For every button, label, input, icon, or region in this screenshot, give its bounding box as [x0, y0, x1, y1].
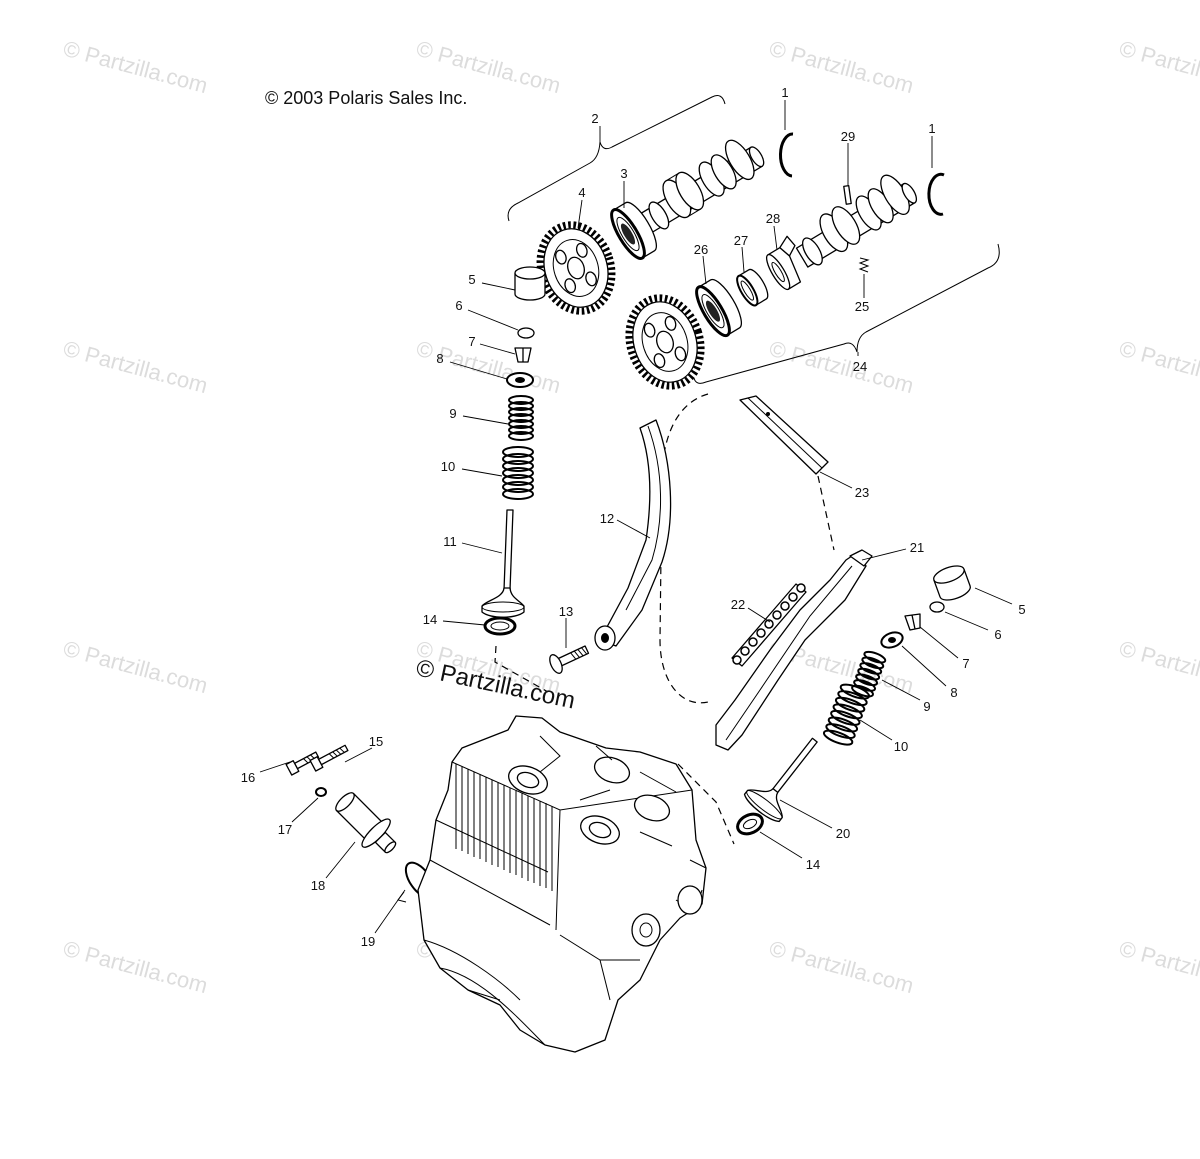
callout-6: 6 [455, 298, 462, 313]
callout-25: 25 [855, 299, 869, 314]
valve-bucket-left [514, 266, 546, 301]
timing-chain-path [659, 393, 709, 704]
inner-valve-spring-right [851, 650, 887, 698]
callout-21: 21 [910, 540, 924, 555]
callout-10: 10 [894, 739, 908, 754]
callout-17: 17 [278, 822, 292, 837]
callout-28: 28 [766, 211, 780, 226]
outer-valve-spring-right [822, 683, 871, 746]
exhaust-valve [743, 737, 818, 823]
callout-5: 5 [1018, 602, 1025, 617]
valve-shim-right [929, 601, 945, 613]
watermark: © Partzilla.com [61, 936, 211, 999]
callout-24: 24 [853, 359, 867, 374]
callout-22: 22 [731, 597, 745, 612]
callout-18: 18 [311, 878, 325, 893]
callout-3: 3 [620, 166, 627, 181]
sealing-washer [315, 787, 327, 797]
callout-10: 10 [441, 459, 455, 474]
callout-27: 27 [734, 233, 748, 248]
callout-9: 9 [923, 699, 930, 714]
callout-13: 13 [559, 604, 573, 619]
callout-15: 15 [369, 734, 383, 749]
dowel-pin [843, 185, 852, 205]
valve-keepers-left [514, 347, 532, 363]
cam-chain-tensioner [335, 792, 397, 854]
exhaust-cam-assembly-brace [693, 243, 1000, 384]
callout-1: 1 [781, 85, 788, 100]
upper-chain-guide [739, 395, 829, 475]
exhaust-camshaft [795, 174, 918, 268]
guide-pivot-bolt [549, 645, 590, 674]
seal-reference-line-right [677, 763, 735, 845]
callout-14: 14 [423, 612, 437, 627]
valve-shim-left [517, 327, 535, 339]
callout-8: 8 [436, 351, 443, 366]
callout-7: 7 [962, 656, 969, 671]
copyright-text: © 2003 Polaris Sales Inc. [265, 88, 467, 108]
callout-16: 16 [241, 770, 255, 785]
watermark: © Partzilla.com [1117, 36, 1200, 99]
camshaft-bearing [610, 201, 658, 260]
callout-7: 7 [468, 334, 475, 349]
cylinder-head [417, 715, 707, 1053]
front-chain-guide [594, 419, 672, 651]
exhaust-cam-sprocket [625, 294, 705, 390]
tensioner-bolt-15 [309, 744, 349, 772]
callout-14: 14 [806, 857, 820, 872]
callout-labels: 1 1 2 3 4 5 6 7 8 9 10 11 12 13 14 15 16… [241, 85, 1026, 949]
callout-9: 9 [449, 406, 456, 421]
watermark: © Partzilla.com [414, 336, 564, 399]
tensioner-bolt-16 [285, 751, 320, 776]
intake-cam-assembly-brace [507, 95, 726, 222]
watermark: © Partzilla.com [61, 636, 211, 699]
watermark: © Partzilla.com [61, 336, 211, 399]
retaining-clip-right [927, 172, 945, 216]
watermark: © Partzilla.com [767, 36, 917, 99]
callout-23: 23 [855, 485, 869, 500]
valve-retainer-left [506, 372, 534, 388]
decompression-weight [765, 235, 802, 291]
decompression-spring [858, 257, 870, 273]
timing-chain-path-right [817, 475, 835, 551]
intake-camshaft [640, 139, 765, 233]
seal-reference-line-left [494, 645, 549, 693]
callout-2: 2 [591, 111, 598, 126]
chain-tensioner-guide [715, 549, 873, 751]
watermark: © Partzilla.com [1117, 336, 1200, 399]
callout-26: 26 [694, 242, 708, 257]
leader-lines [259, 100, 1013, 934]
spacer-ring [736, 268, 769, 307]
callout-1: 1 [928, 121, 935, 136]
watermark: © Partzilla.com [767, 936, 917, 999]
callout-5: 5 [468, 272, 475, 287]
callout-20: 20 [836, 826, 850, 841]
valve-keepers-right [904, 613, 921, 631]
valve-stem-seal-left [483, 616, 517, 636]
intake-cam-sprocket [536, 221, 616, 315]
callout-11: 11 [443, 534, 457, 549]
intake-valve [481, 509, 525, 618]
valve-retainer-right [880, 631, 904, 649]
retaining-clip-left [779, 132, 794, 178]
cam-chain-segment [731, 583, 807, 667]
inner-valve-spring-left [508, 395, 535, 441]
valve-bucket-right [933, 565, 971, 601]
callout-12: 12 [600, 511, 614, 526]
callout-19: 19 [361, 934, 375, 949]
outer-valve-spring-left [502, 446, 535, 500]
exhaust-camshaft-bearing [695, 278, 743, 338]
watermark: © Partzilla.com [61, 36, 211, 99]
callout-29: 29 [841, 129, 855, 144]
valve-stem-seal-right [736, 812, 764, 836]
watermark: © Partzilla.com [1117, 936, 1200, 999]
watermark: © Partzilla.com [1117, 636, 1200, 699]
callout-8: 8 [950, 685, 957, 700]
callout-6: 6 [994, 627, 1001, 642]
callout-4: 4 [578, 185, 585, 200]
